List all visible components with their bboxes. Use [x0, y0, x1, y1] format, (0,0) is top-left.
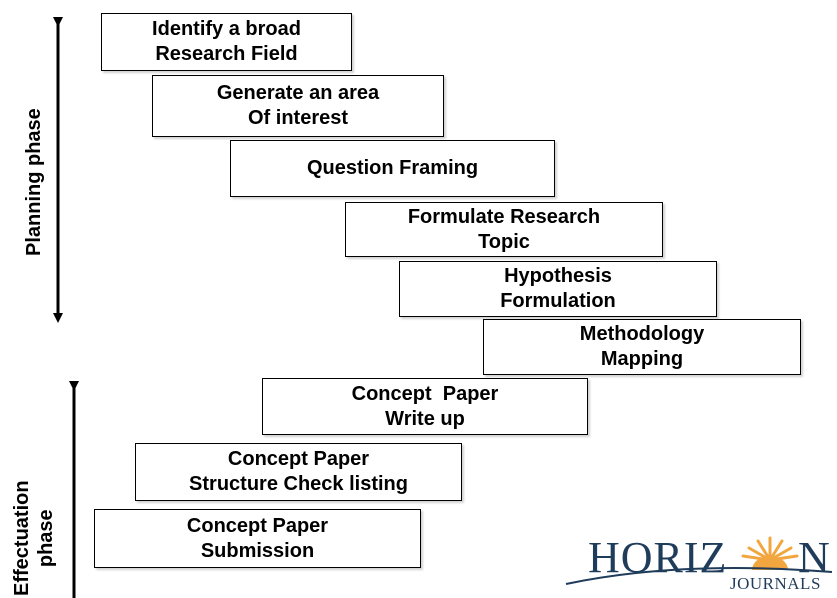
logo-tagline: JOURNALS: [730, 574, 821, 593]
step-box-submission: Concept Paper Submission: [94, 509, 421, 568]
step-box-hypothesis: Hypothesis Formulation: [399, 261, 717, 317]
step-text: Formulate Research: [407, 205, 601, 228]
logo-swoosh: [565, 567, 833, 585]
sunrise-icon: [741, 536, 799, 570]
step-text: Research Field: [155, 43, 298, 65]
planning-phase-label: Planning phase: [22, 108, 46, 256]
step-text: Concept Paper: [227, 448, 370, 470]
step-box-area-of-interest: Generate an area Of interest: [152, 75, 444, 137]
planning-phase-text: Planning phase: [23, 108, 45, 256]
horizon-journals-logo: HORIZ N JOURNALS: [560, 530, 837, 598]
step-text: Methodology: [579, 323, 705, 345]
effectuation-phase-label: Effectuation phase: [10, 480, 58, 596]
step-box-question-framing: Question Framing: [230, 140, 555, 197]
step-text: Hypothesis: [504, 265, 612, 287]
step-box-methodology: Methodology Mapping: [483, 319, 801, 375]
step-text: Concept Paper: [351, 382, 499, 405]
step-text: Concept Paper: [186, 514, 329, 537]
step-text: Question Framing: [306, 157, 479, 179]
step-text: Formulation: [500, 290, 616, 312]
step-box-identify-field: Identify a broad Research Field: [101, 13, 352, 71]
step-box-concept-write-up: Concept Paper Write up: [262, 378, 588, 435]
step-text: Generate an area: [216, 82, 380, 104]
step-text: Of interest: [247, 107, 349, 129]
logo-name-part1: HORIZ: [588, 533, 728, 582]
step-text: Mapping: [600, 348, 684, 370]
step-box-structure-check: Concept Paper Structure Check listing: [135, 443, 462, 501]
effectuation-phase-line2: phase: [35, 509, 57, 568]
step-box-research-topic: Formulate Research Topic: [345, 202, 663, 257]
step-text: Write up: [385, 407, 465, 430]
step-text: Identify a broad: [152, 18, 301, 40]
effectuation-phase-line1: Effectuation: [11, 480, 33, 596]
logo-name-part2: N: [798, 533, 830, 582]
step-text: Topic: [478, 230, 530, 253]
step-text: Structure Check listing: [189, 473, 408, 495]
step-text: Submission: [200, 539, 315, 562]
